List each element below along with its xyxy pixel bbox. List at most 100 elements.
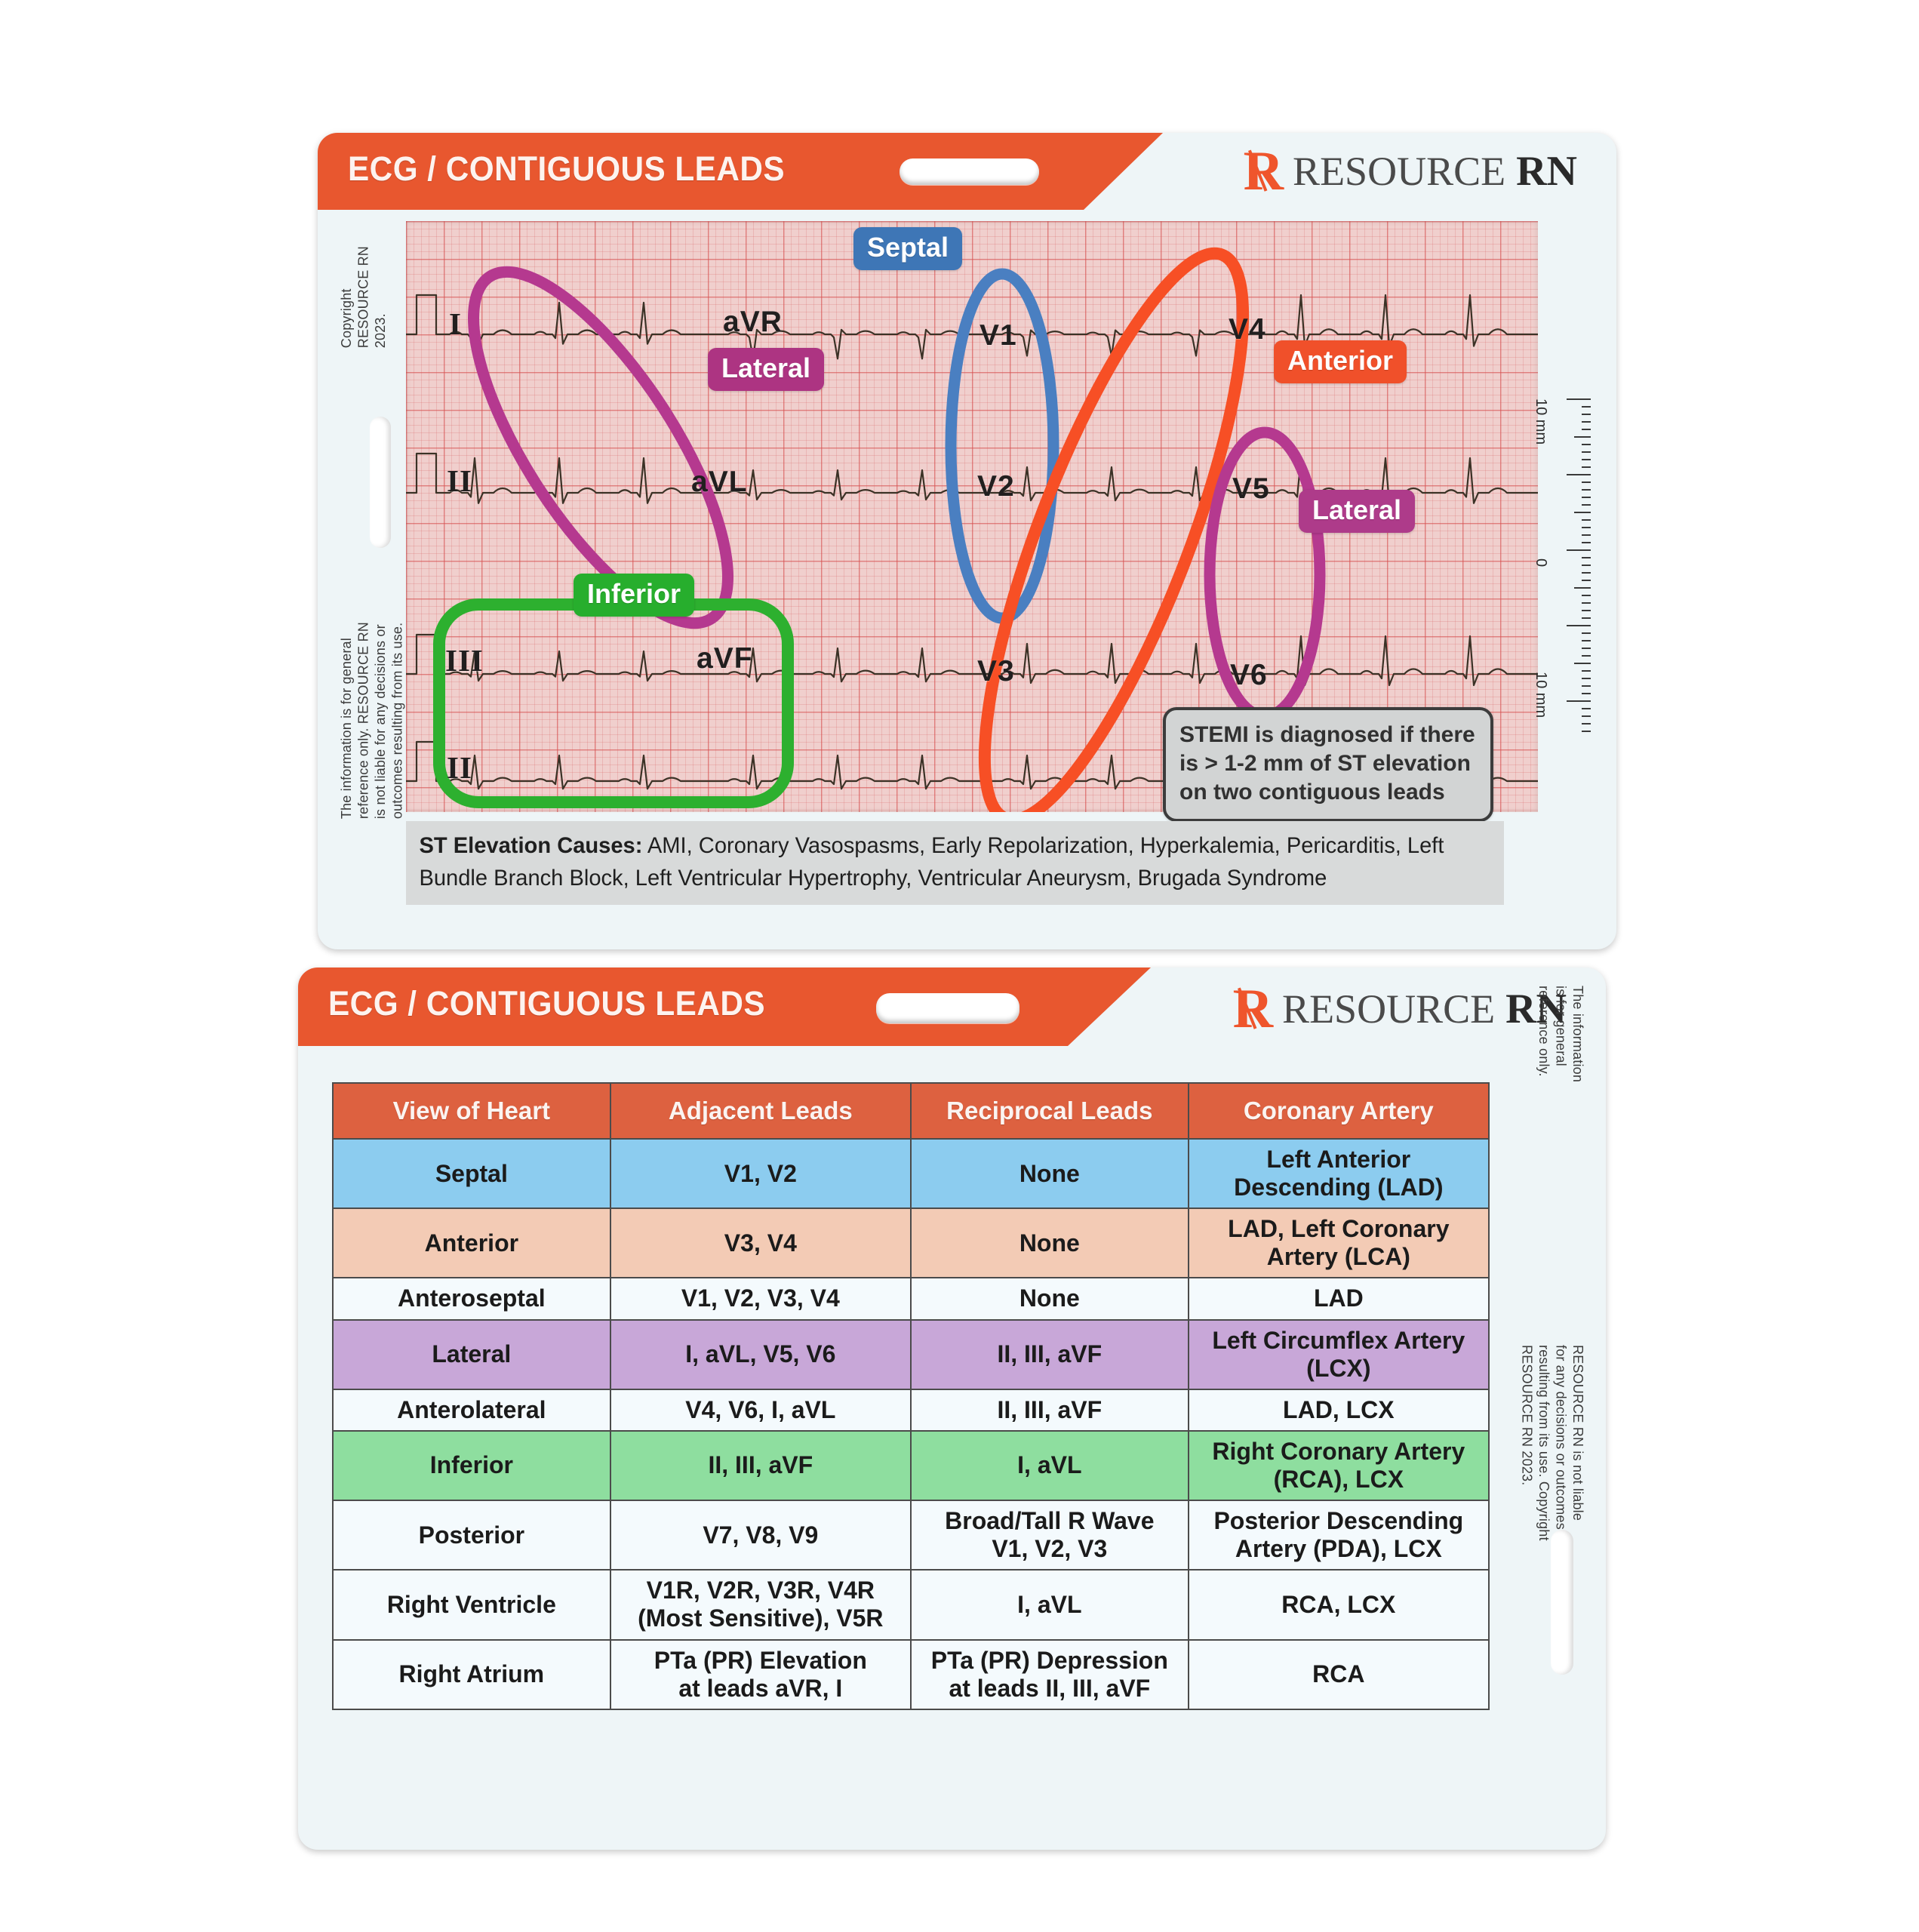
ruler-ticks — [1556, 398, 1591, 740]
st-elevation-causes-label: ST Elevation Causes: — [419, 833, 643, 858]
table-cell: Right Ventricle — [332, 1569, 611, 1641]
page-title: ECG / CONTIGUOUS LEADS — [348, 149, 786, 188]
copyright-text: Copyright RESOURCE RN 2023. — [339, 246, 388, 349]
table-cell: Lateral — [332, 1318, 611, 1390]
table-cell: RCA, LCX — [1187, 1569, 1490, 1641]
table-cell: Inferior — [332, 1429, 611, 1502]
logo-rn-text-back: RN — [1505, 986, 1567, 1033]
lead-label-iii: III — [445, 643, 484, 678]
table-header-reciprocal-leads: Reciprocal Leads — [909, 1082, 1189, 1140]
lead-label-ii: II — [447, 750, 472, 785]
lead-label-avr: aVR — [723, 306, 783, 338]
table-cell: V7, V8, V9 — [609, 1500, 912, 1571]
table-header-adjacent-leads: Adjacent Leads — [609, 1082, 912, 1140]
table-cell: Anterolateral — [332, 1388, 611, 1432]
table-cell: I, aVL, V5, V6 — [609, 1318, 912, 1390]
lanyard-slot-back — [1551, 1530, 1573, 1675]
table-cell: V3, V4 — [609, 1208, 912, 1279]
badge-slot-back — [876, 993, 1019, 1023]
ecg-reference-card-front: ECG / CONTIGUOUS LEADS R RESOURCE RN Cop… — [318, 133, 1616, 949]
table-cell: LAD, LCX — [1187, 1388, 1490, 1432]
table-header-view-of-heart: View of Heart — [332, 1082, 611, 1140]
region-tag-lateral: Lateral — [1299, 490, 1416, 533]
table-cell: V1, V2, V3, V4 — [609, 1277, 912, 1321]
table-cell: Anteroseptal — [332, 1277, 611, 1321]
table-cell: II, III, aVF — [609, 1429, 912, 1502]
table-cell: V1, V2 — [609, 1137, 912, 1210]
table-cell: None — [909, 1208, 1189, 1279]
table-cell: None — [909, 1277, 1189, 1321]
logo-slash-icon — [1247, 149, 1268, 192]
disclaimer-text-back-b: RESOURCE RN is not liable for any decisi… — [1519, 1345, 1586, 1541]
table-cell: I, aVL — [909, 1569, 1189, 1641]
resource-rn-logo: R RESOURCE RN — [1243, 140, 1577, 202]
table-cell: Anterior — [332, 1208, 611, 1279]
ruler-label-bottom: 10 mm — [1533, 672, 1549, 718]
millimeter-ruler: 10 mm 0 10 mm — [1532, 398, 1591, 740]
lanyard-slot — [370, 417, 391, 548]
badge-slot — [900, 158, 1039, 185]
region-tag-inferior: Inferior — [574, 574, 695, 617]
table-cell: II, III, aVF — [909, 1388, 1189, 1432]
lead-label-v5: V5 — [1232, 472, 1270, 505]
ruler-label-mid: 0 — [1533, 558, 1549, 568]
table-cell: Right Atrium — [332, 1638, 611, 1710]
logo-rn-text: RN — [1516, 148, 1577, 195]
table-cell: Posterior — [332, 1500, 611, 1571]
ecg-reference-card-back: ECG / CONTIGUOUS LEADS R RESOURCE RN The… — [298, 968, 1606, 1850]
stemi-note: STEMI is diagnosed if there is > 1-2 mm … — [1163, 707, 1493, 823]
logo-r-monogram-icon: R — [1243, 140, 1284, 202]
table-cell: V4, V6, I, aVL — [609, 1388, 912, 1432]
table-cell: II, III, aVF — [909, 1318, 1189, 1390]
table-cell: LAD — [1187, 1277, 1490, 1321]
table-header-coronary-artery: Coronary Artery — [1187, 1082, 1490, 1140]
lead-label-v2: V2 — [977, 470, 1015, 503]
disclaimer-text-back-a: The information is for general reference… — [1536, 986, 1585, 1083]
lead-label-v3: V3 — [977, 655, 1015, 688]
logo-r-monogram-icon-back: R — [1232, 978, 1274, 1040]
table-cell: None — [909, 1137, 1189, 1210]
lead-label-v6: V6 — [1230, 659, 1268, 691]
lead-label-avl: aVL — [691, 466, 748, 498]
table-cell: RCA — [1187, 1638, 1490, 1710]
lead-label-i: I — [449, 306, 462, 341]
logo-resource-text: RESOURCE — [1293, 149, 1506, 195]
table-cell: V1R, V2R, V3R, V4R(Most Sensitive), V5R — [609, 1569, 912, 1641]
region-tag-lateral: Lateral — [708, 348, 825, 391]
lead-label-ii: II — [447, 463, 472, 498]
lead-label-avf: aVF — [697, 642, 753, 675]
table-cell: Left Circumflex Artery(LCX) — [1187, 1318, 1490, 1390]
lead-label-v1: V1 — [979, 319, 1017, 352]
logo-slash-icon-back — [1237, 987, 1257, 1029]
st-elevation-causes-list: AMI, Coronary Vasospasms, Early Repolari… — [419, 833, 1444, 891]
table-cell: Right Coronary Artery(RCA), LCX — [1187, 1429, 1490, 1502]
region-tag-septal: Septal — [853, 227, 963, 270]
logo-resource-text-back: RESOURCE — [1282, 986, 1496, 1032]
resource-rn-logo-back: R RESOURCE RN — [1232, 978, 1567, 1040]
table-cell: Septal — [332, 1137, 611, 1210]
disclaimer-text: The information is for general reference… — [339, 622, 405, 820]
ruler-label-top: 10 mm — [1533, 398, 1549, 445]
table-cell: I, aVL — [909, 1429, 1189, 1502]
region-tag-anterior: Anterior — [1274, 340, 1407, 383]
page-title-back: ECG / CONTIGUOUS LEADS — [328, 984, 766, 1023]
